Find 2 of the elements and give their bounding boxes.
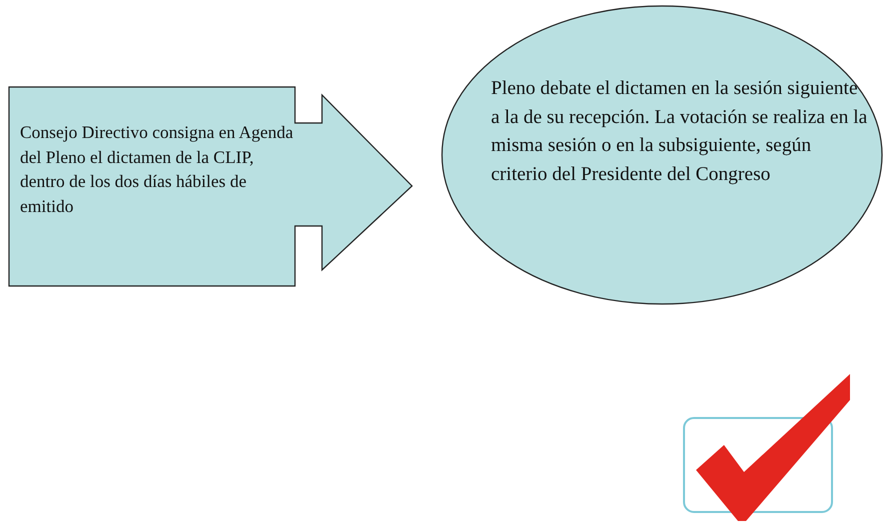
- node-text: Pleno debate el dictamen en la sesión siguiente a la de su recepción. La votación se realiza en la misma sesión o en la subsiguiente, según criterio del Presidente del Congreso: [491, 77, 868, 186]
- node-text: Consejo Directivo consigna en Agenda del Pleno el dictamen de la CLIP, dentro de los dos días hábiles de emitido: [20, 121, 294, 218]
